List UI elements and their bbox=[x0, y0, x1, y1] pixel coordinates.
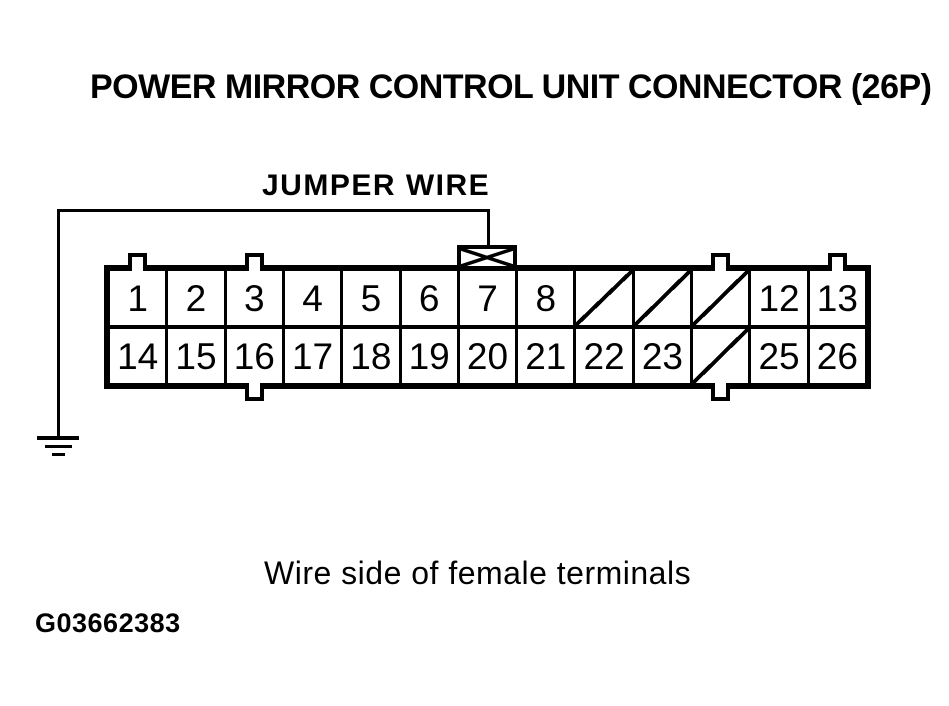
pin-cell-3: 3 bbox=[226, 271, 282, 325]
pin-cell-17: 17 bbox=[284, 329, 341, 383]
ground-bar-long bbox=[37, 436, 79, 440]
pin-cell-2: 2 bbox=[168, 271, 224, 325]
ground-bar-medium bbox=[45, 445, 72, 448]
pin-cell-6: 6 bbox=[401, 271, 457, 325]
pin-cell-14: 14 bbox=[110, 329, 166, 383]
pin-cell-18: 18 bbox=[343, 329, 399, 383]
ground-bar-short bbox=[52, 453, 65, 456]
top-tab-col-2 bbox=[244, 253, 264, 271]
pin-cell-21: 21 bbox=[518, 329, 574, 383]
pin-cell-7: 7 bbox=[459, 271, 516, 325]
jumper-wire-label: JUMPER WIRE bbox=[262, 169, 491, 202]
pin-cell-25: 25 bbox=[751, 329, 807, 383]
pin-cell-23: 23 bbox=[634, 329, 691, 383]
pin-cell-5: 5 bbox=[343, 271, 399, 325]
pin-cell-15: 15 bbox=[168, 329, 224, 383]
bottom-tab-col-2 bbox=[244, 383, 264, 401]
pin-cell-8: 8 bbox=[518, 271, 574, 325]
jumper-wire-right-vertical bbox=[487, 209, 490, 249]
figure-id: G03662383 bbox=[35, 608, 181, 638]
blocked-cell bbox=[693, 329, 749, 383]
jumper-terminal-symbol bbox=[457, 245, 517, 270]
pin-cell-13: 13 bbox=[809, 271, 865, 325]
pin-cell-26: 26 bbox=[809, 329, 865, 383]
caption: Wire side of female terminals bbox=[264, 555, 692, 591]
top-tab-col-0 bbox=[128, 253, 148, 271]
blocked-cell bbox=[634, 271, 691, 325]
jumper-wire-left-vertical bbox=[57, 209, 60, 438]
blocked-cell bbox=[693, 271, 749, 325]
pin-cell-22: 22 bbox=[576, 329, 632, 383]
pin-cell-12: 12 bbox=[751, 271, 807, 325]
page-title: POWER MIRROR CONTROL UNIT CONNECTOR (26P… bbox=[90, 68, 932, 106]
jumper-x-icon bbox=[461, 249, 513, 266]
top-tab-col-10 bbox=[711, 253, 731, 271]
pin-cell-19: 19 bbox=[401, 329, 457, 383]
bottom-tab-col-10 bbox=[711, 383, 731, 401]
pin-cell-20: 20 bbox=[459, 329, 516, 383]
pin-cell-16: 16 bbox=[226, 329, 282, 383]
top-tab-col-12 bbox=[827, 253, 847, 271]
pin-cell-4: 4 bbox=[284, 271, 341, 325]
jumper-wire-horizontal bbox=[57, 209, 490, 212]
blocked-cell bbox=[576, 271, 632, 325]
pin-cell-1: 1 bbox=[110, 271, 166, 325]
